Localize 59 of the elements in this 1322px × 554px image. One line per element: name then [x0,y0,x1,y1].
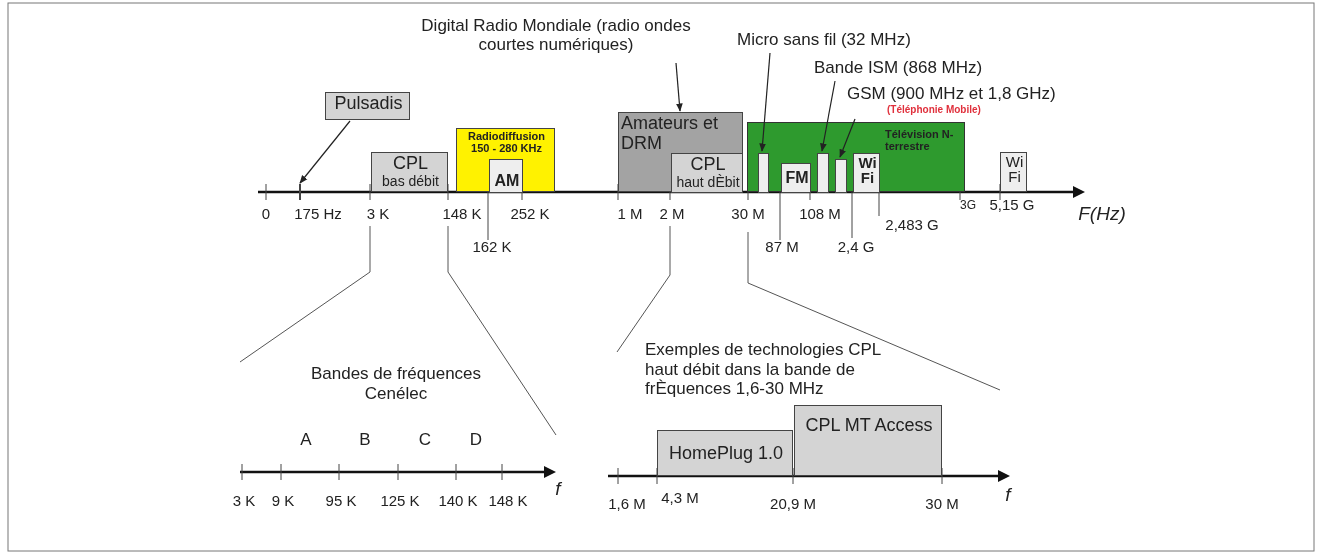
band-box: CPL haut dÈbit [671,153,743,193]
tick-label: 2,483 G [885,216,939,234]
band-box: Pulsadis [325,92,410,120]
band-box: FM [781,163,811,193]
axis-label: f [1005,484,1011,506]
technology-box: HomePlug 1.0 [657,430,793,476]
band-box: Radiodiffusion 150 - 280 KHz AM [456,128,555,192]
axis-label: f [555,478,561,500]
tick-label: 9 K [271,492,295,510]
tick-label: 148 K [442,205,482,223]
leader-arrow [299,120,351,184]
tick-label: 30 M [731,205,765,223]
tick-label: 1,6 M [608,495,646,513]
leader-arrow [675,62,683,112]
band-box: Amateurs et DRM CPL haut dÈbit [618,112,743,192]
band-label: Micro sans fil (32 MHz) [735,30,945,52]
tick-label: 20,9 M [770,495,816,513]
tick-label: C [418,430,432,450]
caption-text: Bandes de fréquences Cenélec [309,364,483,404]
tick-label: D [469,430,483,450]
leader-arrow [820,80,836,152]
tick-label: B [359,430,371,450]
leader-arrow [839,118,856,158]
band-label: Bande ISM (868 MHz) [812,58,1012,80]
technology-box: CPL MT Access [794,405,942,476]
tick-label: 175 Hz [294,205,342,223]
tick-mark [299,184,301,200]
tick-label: 0 [261,205,271,223]
tick-label: 2 M [659,205,685,223]
tick-label: 125 K [380,492,420,510]
tick-label: 95 K [325,492,357,510]
tick-label: 162 K [472,238,512,256]
tick-label: 3G [960,199,976,213]
tick-label: 2,4 G [837,238,875,256]
band-bar [758,153,769,193]
tick-label: 87 M [765,238,799,256]
tick-label: 30 M [925,495,959,513]
axis-label: F(Hz) [1078,203,1126,225]
leader-arrow [759,52,771,152]
tick-label: 108 M [799,205,841,223]
tick-label: 3 K [366,205,390,223]
band-label: Digital Radio Mondiale (radio ondes courtes numériques) [395,16,715,62]
tick-label: A [300,430,312,450]
band-bar [835,159,847,193]
band-box: CPL bas débit [371,152,448,192]
tick-label: 148 K [488,492,528,510]
band-box: Télévision N-terrestre FM Wi Fi [747,122,965,192]
tick-label: 140 K [438,492,478,510]
band-label: GSM (900 MHz et 1,8 GHz) (Téléphonie Mobile) [845,84,1095,118]
tick-label: 4,3 M [661,489,699,507]
band-box: Wi Fi [853,153,880,193]
band-box: AM [489,159,523,193]
tick-label: 1 M [617,205,643,223]
band-bar [817,153,829,193]
band-box: Wi Fi [1000,152,1027,192]
tick-label: 5,15 G [989,196,1035,214]
tick-label: 252 K [510,205,550,223]
caption-text: Exemples de technologies CPL haut débit dans la bande de frÈquences 1,6-30 MHz [645,340,882,399]
tick-label: 3 K [232,492,256,510]
